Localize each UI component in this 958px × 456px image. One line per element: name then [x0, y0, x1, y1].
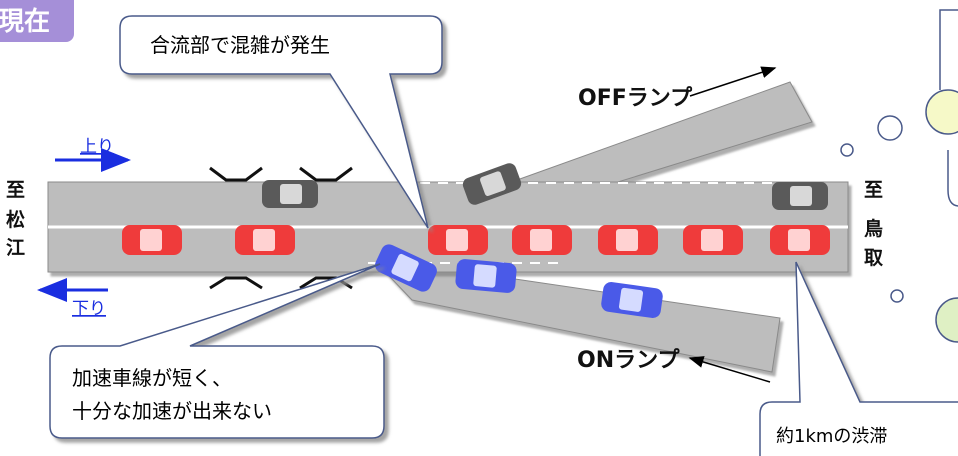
bridge-mark	[209, 166, 263, 182]
car-blue-2	[455, 259, 517, 293]
car-blue-3	[601, 282, 663, 318]
up-direction-label: 上り	[80, 137, 114, 157]
bubble-dot	[877, 115, 903, 141]
endpoint-left: 至 松 江	[6, 179, 25, 259]
car-gray-2	[462, 163, 522, 205]
car-blue-1	[375, 244, 437, 292]
status-tab: 現在	[0, 0, 74, 42]
endpoint-right-char: 取	[864, 247, 883, 269]
callout-jam-text: 約1kmの渋滞	[776, 426, 887, 447]
bridge-mark	[209, 276, 263, 290]
endpoint-left-char: 江	[6, 237, 25, 259]
callout-accel-text-2: 十分な加速が出来ない	[72, 399, 272, 423]
car-red-2	[235, 225, 295, 255]
off-ramp-arrow	[689, 66, 777, 97]
thought-bubble	[840, 9, 958, 343]
car-red-3	[428, 225, 488, 255]
bubble-dot	[890, 289, 904, 303]
tab-background	[0, 0, 74, 42]
bridge-marks	[209, 166, 353, 290]
bubble-dot	[935, 297, 958, 343]
bubble-outline	[939, 9, 958, 90]
car-red-1	[122, 225, 182, 255]
callout-accel-text-1: 加速車線が短く、	[72, 366, 232, 390]
callout-merge-congestion: 合流部で混雑が発生	[119, 15, 443, 229]
endpoint-right-char: 鳥	[864, 217, 883, 240]
callout-merge-text: 合流部で混雑が発生	[150, 33, 330, 57]
endpoint-left-char: 至	[6, 179, 25, 201]
bubble-dot	[925, 89, 958, 135]
callout-jam: 約1kmの渋滞	[759, 261, 958, 456]
down-direction-label: 下り	[72, 299, 106, 319]
car-red-4	[512, 225, 572, 255]
on-ramp-arrow	[688, 356, 771, 383]
tab-label: 現在	[0, 7, 50, 37]
car-red-5	[598, 225, 658, 255]
bubble-outline	[947, 150, 958, 207]
car-gray-3	[772, 182, 828, 210]
bubble-dot	[840, 143, 854, 157]
bridge-mark	[299, 276, 353, 290]
bridge-mark	[299, 166, 353, 182]
endpoint-right-char: 至	[864, 179, 883, 201]
off-ramp-label: OFFランプ	[578, 86, 693, 111]
car-red-7	[770, 225, 830, 255]
car-gray-1	[262, 180, 318, 208]
on-ramp-label: ONランプ	[577, 348, 680, 373]
endpoint-left-char: 松	[6, 208, 25, 231]
car-red-6	[683, 225, 743, 255]
callout-accel-lane: 加速車線が短く、 十分な加速が出来ない	[49, 263, 385, 439]
endpoint-right: 至 鳥 取	[864, 179, 883, 269]
